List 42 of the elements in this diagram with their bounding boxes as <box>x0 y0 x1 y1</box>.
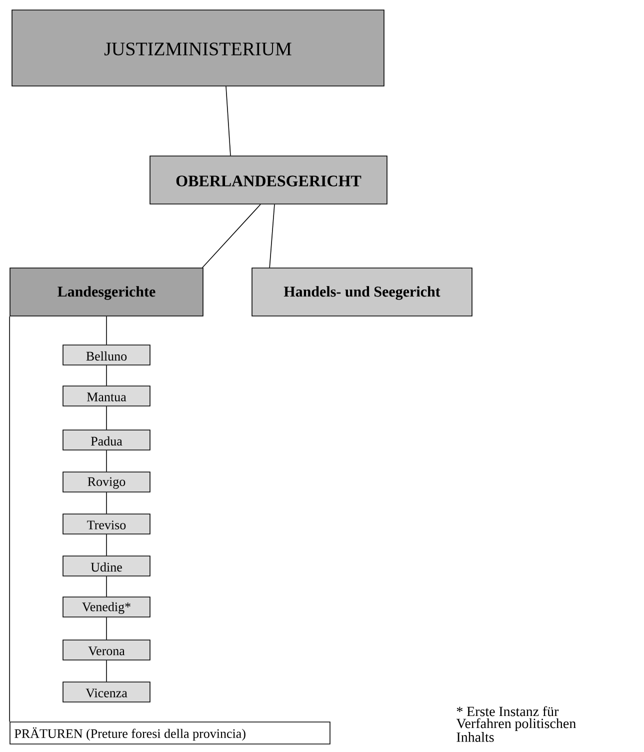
node-label: Udine <box>90 562 122 572</box>
connector-line <box>269 204 275 268</box>
city-box <box>62 344 150 366</box>
node-label: Belluno <box>86 351 127 361</box>
node-label: Landesgerichte <box>58 286 156 300</box>
connector-line <box>106 406 107 430</box>
city-box <box>62 386 150 406</box>
footnote: * Erste Instanz für Verfahren politischen Inhalts <box>456 706 576 742</box>
node-label: Treviso <box>87 520 126 530</box>
city-box <box>62 596 150 618</box>
connector-line <box>202 204 261 268</box>
court-box <box>10 722 330 744</box>
node-label: Mantua <box>87 392 126 402</box>
connector-line <box>106 617 107 640</box>
connector-line <box>106 316 107 345</box>
connector-line <box>106 492 107 514</box>
city-box <box>62 682 150 702</box>
connector-line <box>9 316 10 722</box>
node-label: PRÄTUREN (Preture foresi della provincia) <box>14 727 246 741</box>
node-label: Vicenza <box>86 688 128 698</box>
node-label: OBERLANDESGERICHT <box>176 176 362 186</box>
city-box <box>62 556 150 576</box>
connector-line <box>106 450 107 472</box>
city-box <box>62 430 150 450</box>
connector-line <box>226 86 231 156</box>
connector-line <box>106 576 107 597</box>
node-label: Rovigo <box>88 477 126 489</box>
court-box <box>252 268 472 316</box>
node-label: Handels- und Seegericht <box>284 286 440 300</box>
connector-line <box>106 365 107 386</box>
city-box <box>62 514 150 534</box>
city-box <box>62 640 150 660</box>
node-label: Verona <box>88 646 125 656</box>
node-label: Venedig* <box>82 602 130 614</box>
ministry-box <box>12 10 384 86</box>
court-box <box>10 268 204 316</box>
node-label: JUSTIZMINISTERIUM <box>104 42 292 56</box>
court-box <box>150 156 388 204</box>
node-label: Padua <box>90 436 122 446</box>
city-box <box>62 472 150 492</box>
connector-line <box>106 534 107 556</box>
connector-line <box>106 660 107 682</box>
